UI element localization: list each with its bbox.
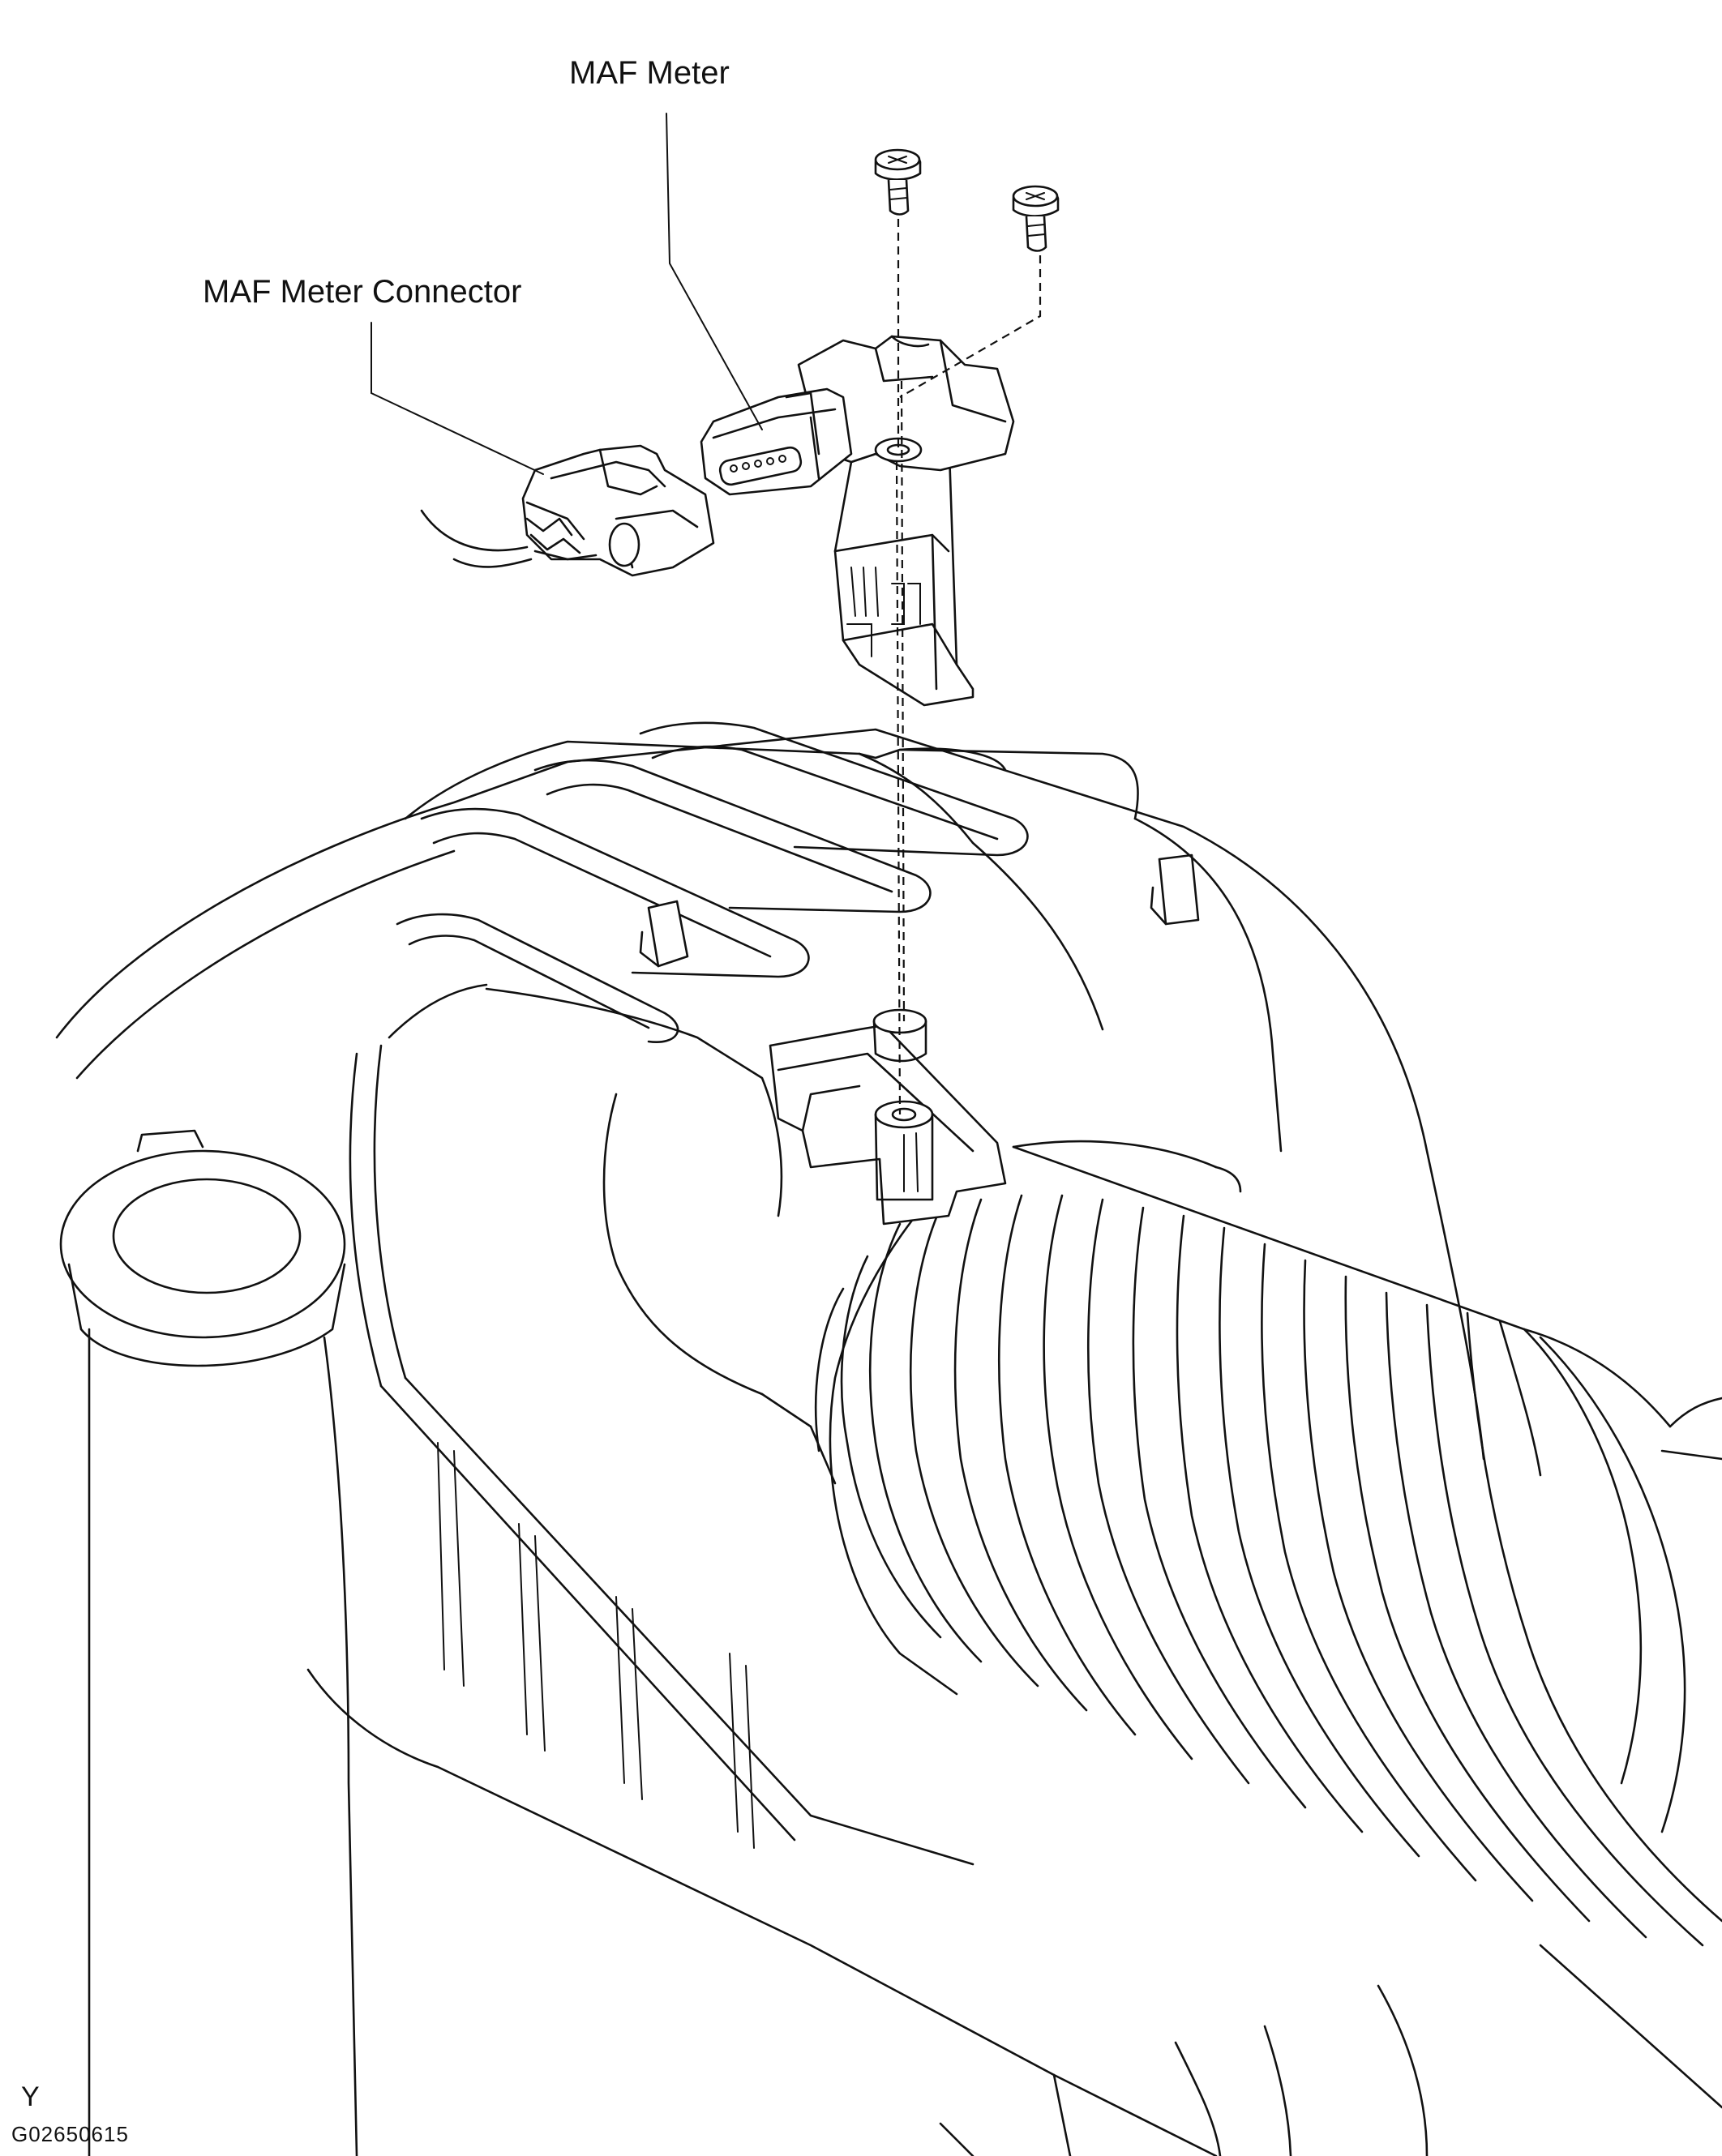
- bolt-left: [874, 148, 922, 216]
- maf-meter-connector: [420, 444, 715, 577]
- maf-mount-bracket: [769, 1008, 1007, 1226]
- maf-meter: [700, 335, 1015, 707]
- leader-lines: [371, 113, 763, 475]
- alignment-lines: [895, 219, 1042, 1115]
- label-maf-meter: MAF Meter: [569, 55, 730, 91]
- figure-code: G02650615: [11, 2122, 129, 2146]
- intake-hose: [814, 1140, 1722, 1947]
- view-marker: Y: [21, 2081, 40, 2112]
- label-maf-meter-connector: MAF Meter Connector: [203, 274, 522, 310]
- air-inlet-cap: [59, 1129, 358, 2156]
- air-cleaner-case: [55, 721, 1722, 2156]
- bolt-right: [1012, 185, 1060, 252]
